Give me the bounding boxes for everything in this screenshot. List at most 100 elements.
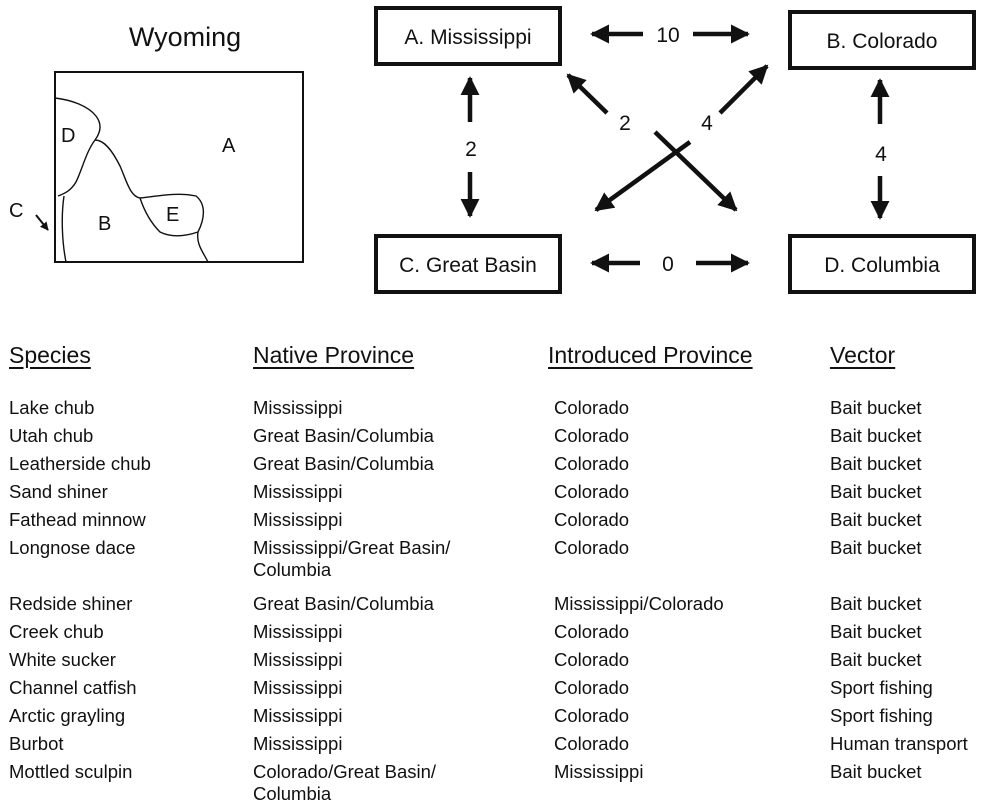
region-label-A: A	[222, 135, 236, 157]
native-province-line: Mississippi	[253, 649, 343, 670]
region-label-B: B	[98, 213, 111, 235]
native-province-cell: Great Basin/Columbia	[253, 593, 434, 615]
species-cell: Burbot	[9, 733, 64, 754]
vector-cell: Human transport	[830, 733, 968, 754]
native-province-line: Mississippi	[253, 397, 343, 418]
species-cell: Fathead minnow	[9, 509, 146, 530]
introduced-province-cell: Colorado	[554, 705, 630, 726]
vector-cell: Bait bucket	[830, 397, 922, 418]
label-colorado-columbia: 4	[875, 143, 887, 166]
boundary-E	[139, 197, 199, 237]
introduced-province-cell: Mississippi/Colorado	[554, 593, 724, 614]
native-province-cell: Mississippi	[253, 509, 342, 531]
native-province-cell: Mississippi/Great Basin/Columbia	[253, 537, 450, 581]
arrow-to-colorado	[718, 64, 769, 115]
arrow-to-mississippi	[566, 73, 609, 115]
native-province-line: Mississippi/Great Basin/	[253, 537, 451, 558]
native-province-line: Mississippi	[253, 677, 343, 698]
vector-cell: Bait bucket	[830, 453, 922, 474]
native-province-cell: Colorado/Great Basin/Columbia	[253, 761, 436, 805]
arrow-to-columbia	[653, 130, 738, 212]
introduced-province-cell: Colorado	[554, 537, 630, 558]
native-province-line: Columbia	[253, 559, 332, 580]
native-province-line: Mississippi	[253, 481, 343, 502]
province-diagram: Wyoming D A B E C A. Mississippi B. Colo…	[9, 6, 976, 294]
boundary-C	[61, 195, 67, 263]
map-border	[54, 71, 304, 263]
native-province-cell: Great Basin/Columbia	[253, 453, 434, 475]
native-province-line: Colorado/Great Basin/	[253, 761, 437, 782]
introduced-province-cell: Colorado	[554, 621, 630, 642]
vector-cell: Bait bucket	[830, 537, 922, 558]
species-cell: Mottled sculpin	[9, 761, 133, 782]
label-to-colorado: 4	[701, 112, 713, 135]
vector-cell: Bait bucket	[830, 761, 922, 782]
province-node-columbia: D. Columbia	[788, 234, 976, 294]
header-vector: Vector	[830, 342, 896, 368]
species-cell: Arctic grayling	[9, 705, 126, 726]
vector-cell: Bait bucket	[830, 509, 922, 530]
vector-cell: Bait bucket	[830, 425, 922, 446]
region-label-D: D	[61, 125, 75, 147]
boundary-B	[94, 139, 209, 263]
native-province-line: Mississippi	[253, 705, 343, 726]
native-province-cell: Mississippi	[253, 705, 342, 727]
province-node-mississippi: A. Mississippi	[374, 6, 562, 66]
native-province-line: Great Basin/Columbia	[253, 593, 434, 614]
region-label-E: E	[166, 204, 179, 226]
header-native-province: Native Province	[253, 342, 415, 368]
vector-cell: Sport fishing	[830, 705, 933, 726]
native-province-cell: Mississippi	[253, 733, 342, 755]
species-table: Species Native Province Introduced Provi…	[0, 340, 1000, 809]
province-node-colorado: B. Colorado	[788, 10, 976, 70]
vector-cell: Sport fishing	[830, 677, 933, 698]
species-cell: Channel catfish	[9, 677, 137, 698]
introduced-province-cell: Colorado	[554, 649, 630, 670]
species-cell: Longnose dace	[9, 537, 136, 558]
introduced-province-cell: Mississippi	[554, 761, 644, 782]
vector-cell: Bait bucket	[830, 593, 922, 614]
species-cell: Utah chub	[9, 425, 94, 446]
region-label-C: C	[9, 200, 23, 222]
native-province-cell: Mississippi	[253, 677, 342, 699]
label-mississippi-greatbasin: 2	[465, 138, 477, 161]
native-province-cell: Mississippi	[253, 621, 342, 643]
introduced-province-cell: Colorado	[554, 677, 630, 698]
region-C-pointer	[35, 214, 49, 231]
header-species: Species	[9, 342, 91, 368]
native-province-cell: Mississippi	[253, 397, 342, 419]
svg-text:D. Columbia: D. Columbia	[824, 254, 940, 277]
introduced-province-cell: Colorado	[554, 453, 630, 474]
label-greatbasin-columbia: 0	[662, 253, 674, 276]
province-node-great-basin: C. Great Basin	[374, 234, 562, 294]
vector-cell: Bait bucket	[830, 481, 922, 502]
native-province-line: Mississippi	[253, 733, 343, 754]
native-province-line: Mississippi	[253, 509, 343, 530]
wyoming-map: Wyoming D A B E C	[9, 22, 304, 263]
native-province-cell: Mississippi	[253, 649, 342, 671]
label-mississippi-colorado: 10	[656, 24, 679, 47]
species-cell: Redside shiner	[9, 593, 133, 614]
native-province-line: Mississippi	[253, 621, 343, 642]
vector-cell: Bait bucket	[830, 649, 922, 670]
label-to-mississippi: 2	[619, 112, 631, 135]
introduced-province-cell: Colorado	[554, 397, 630, 418]
introduced-province-cell: Colorado	[554, 481, 630, 502]
species-cell: Creek chub	[9, 621, 104, 642]
svg-text:C. Great Basin: C. Great Basin	[399, 254, 537, 277]
vector-cell: Bait bucket	[830, 621, 922, 642]
native-province-line: Great Basin/Columbia	[253, 425, 434, 446]
map-title: Wyoming	[129, 22, 241, 52]
svg-text:B. Colorado: B. Colorado	[827, 30, 938, 53]
introduced-province-cell: Colorado	[554, 425, 630, 446]
native-province-line: Columbia	[253, 783, 332, 804]
native-province-cell: Great Basin/Columbia	[253, 425, 434, 447]
introduced-province-cell: Colorado	[554, 509, 630, 530]
species-cell: Lake chub	[9, 397, 95, 418]
species-cell: Sand shiner	[9, 481, 108, 502]
svg-text:A. Mississippi: A. Mississippi	[404, 26, 531, 49]
native-province-line: Great Basin/Columbia	[253, 453, 434, 474]
boundary-D	[54, 97, 101, 197]
header-introduced-province: Introduced Province	[548, 342, 753, 368]
introduced-province-cell: Colorado	[554, 733, 630, 754]
